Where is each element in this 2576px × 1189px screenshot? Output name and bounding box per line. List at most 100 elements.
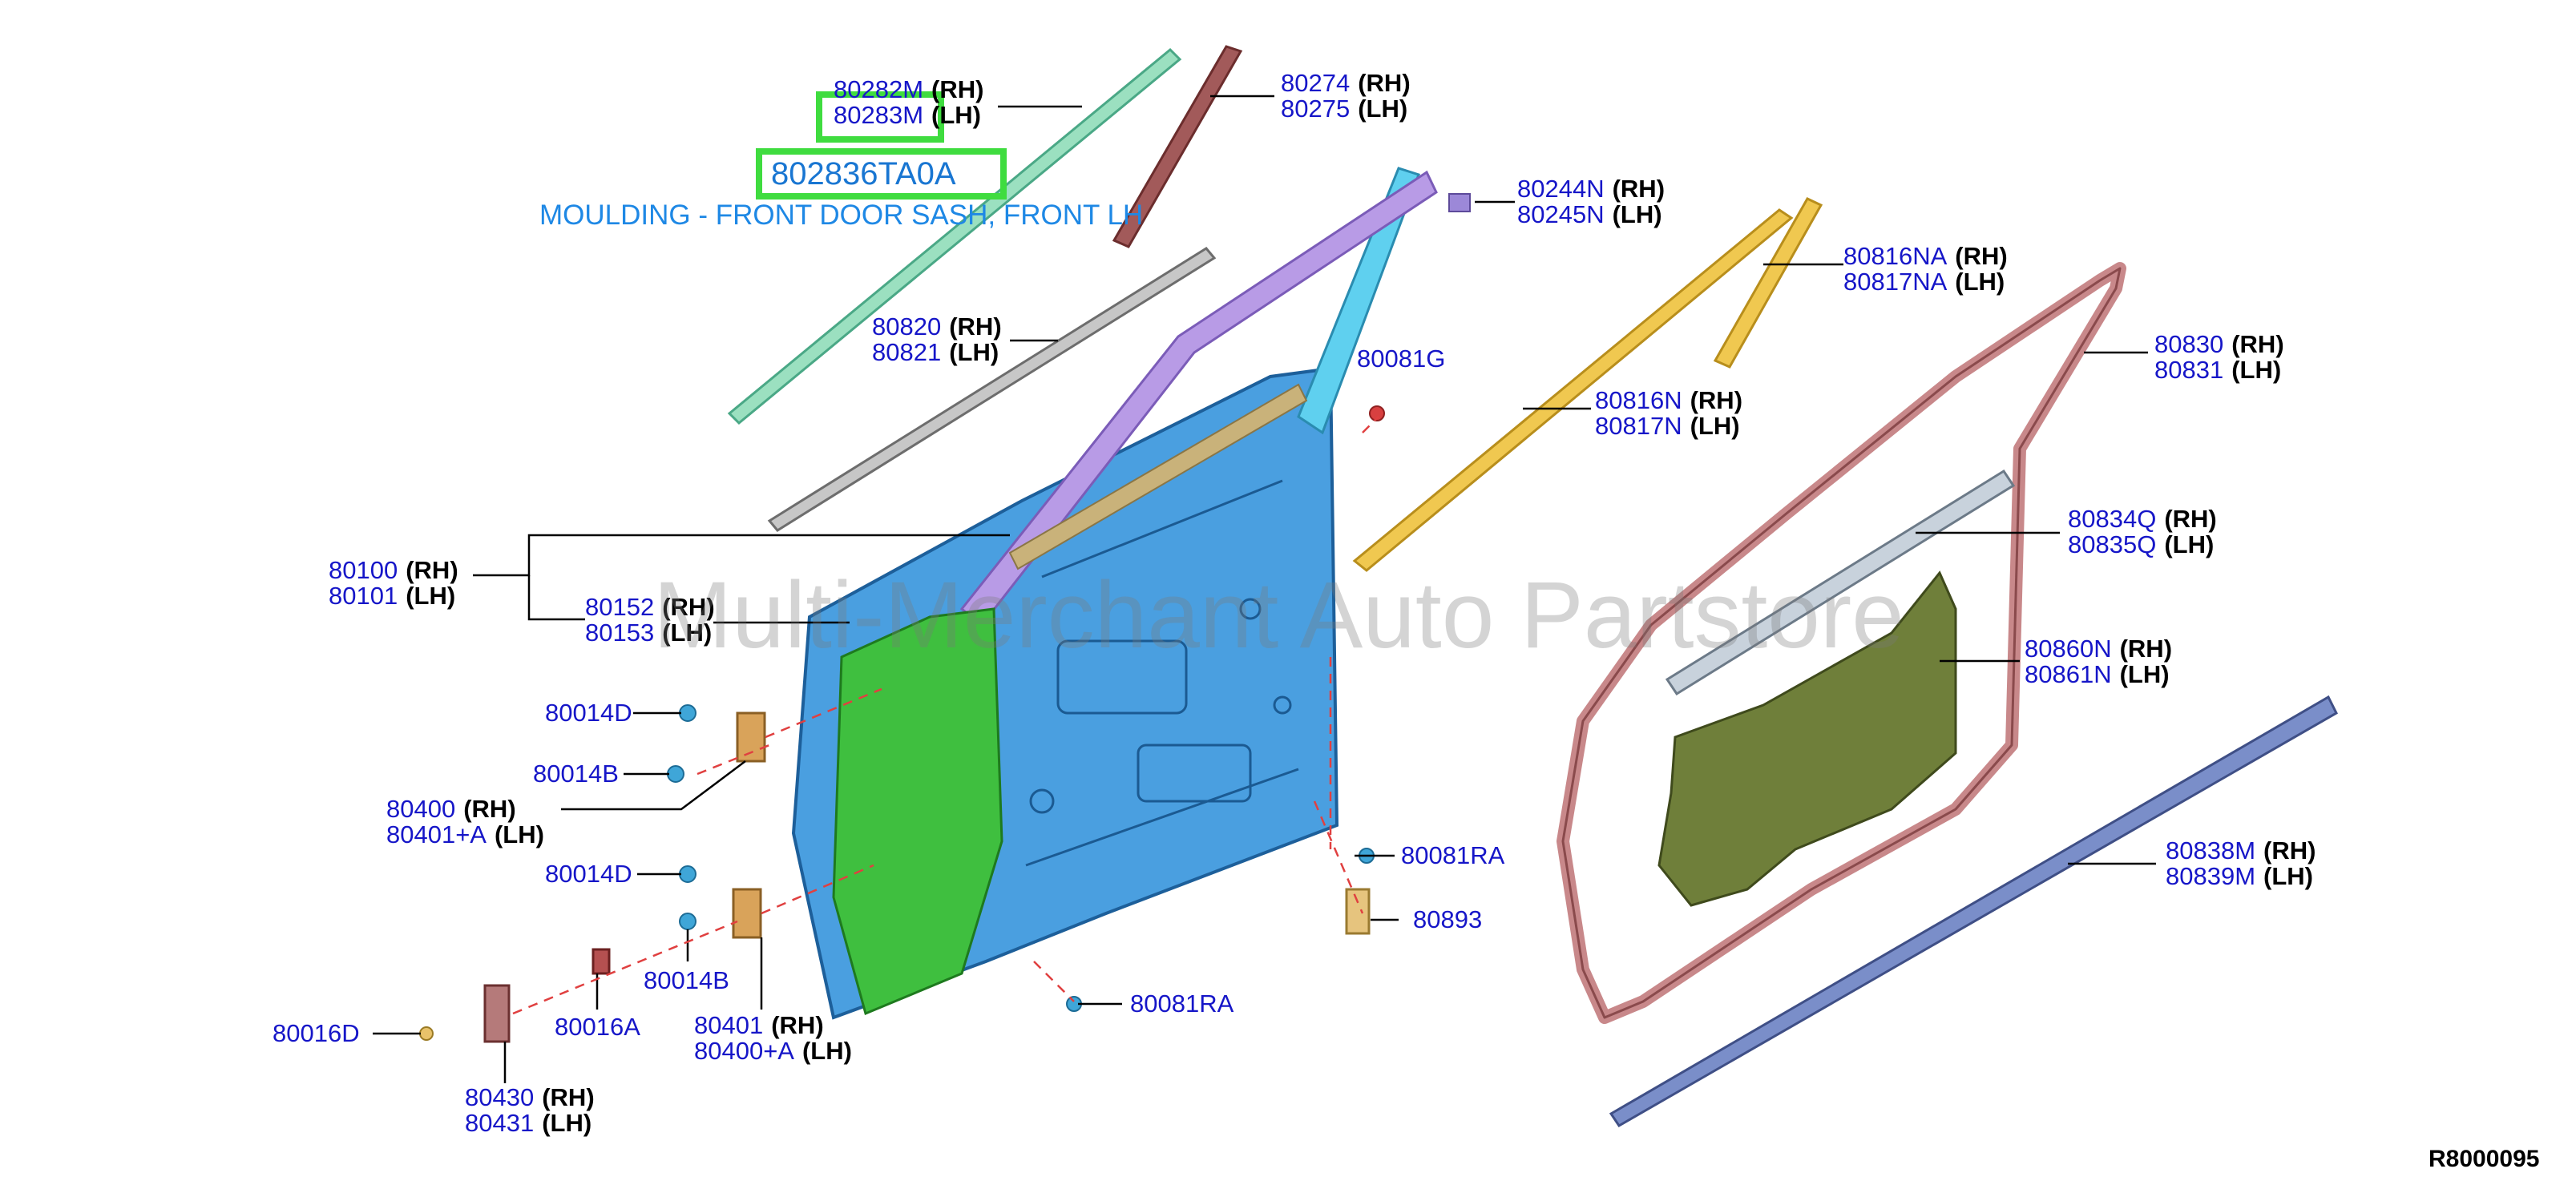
hinge-hardware[interactable] (419, 193, 1471, 1043)
side-lh: (LH) (931, 101, 982, 129)
side-rh: (RH) (2263, 836, 2316, 865)
callout-80401[interactable]: 80401(RH) 80400+A(LH) (694, 1013, 852, 1064)
part-number[interactable]: 80081RA (1401, 841, 1505, 869)
sash-moulding-rear[interactable] (1112, 45, 1243, 248)
side-rh: (RH) (1690, 386, 1743, 414)
part-number-rh[interactable]: 80830 (2154, 330, 2224, 358)
part-number-lh[interactable]: 80401+A (386, 820, 487, 848)
part-number-rh[interactable]: 80100 (329, 556, 398, 584)
part-number-lh[interactable]: 80831 (2154, 356, 2224, 384)
side-lh: (LH) (1612, 200, 1662, 228)
callout-80244n[interactable]: 80244N(RH) 80245N(LH) (1517, 176, 1665, 228)
inner-reinforcement[interactable] (832, 607, 1003, 1016)
side-lh: (LH) (2231, 356, 2282, 384)
side-rh: (RH) (2119, 635, 2173, 663)
callout-80820[interactable]: 80820(RH) 80821(LH) (872, 314, 1002, 365)
callout-80081ra-bottom[interactable]: 80081RA (1130, 991, 1233, 1017)
part-number[interactable]: 80081RA (1130, 989, 1234, 1018)
part-number-lh[interactable]: 80153 (585, 619, 655, 647)
callout-80014d-upper[interactable]: 80014D (545, 700, 632, 726)
part-number-lh[interactable]: 80817N (1595, 412, 1682, 440)
side-rh: (RH) (1358, 69, 1411, 97)
callout-80430[interactable]: 80430(RH) 80431(LH) (465, 1085, 595, 1136)
side-rh: (RH) (2231, 330, 2284, 358)
part-number-rh[interactable]: 80820 (872, 312, 942, 341)
part-number[interactable]: 80014B (533, 760, 619, 788)
door-weatherstrip-inner (1561, 267, 2122, 1019)
part-number-lh[interactable]: 80431 (465, 1109, 535, 1137)
part-number-lh[interactable]: 80821 (872, 338, 942, 366)
beltline-channel[interactable] (1008, 383, 1308, 570)
callout-80152[interactable]: 80152(RH) 80153(LH) (585, 594, 715, 646)
part-number-lh[interactable]: 80275 (1281, 95, 1351, 123)
part-number[interactable]: 80893 (1413, 905, 1483, 933)
callout-80016d[interactable]: 80016D (273, 1021, 360, 1046)
part-number-rh[interactable]: 80152 (585, 593, 655, 621)
outer-sash-moulding[interactable] (727, 47, 1182, 425)
part-number-rh[interactable]: 80816N (1595, 386, 1682, 414)
part-number-rh[interactable]: 80400 (386, 795, 456, 823)
trim-strip-upper[interactable] (1713, 197, 1823, 369)
callout-80100[interactable]: 80100(RH) 80101(LH) (329, 558, 458, 609)
callout-80893[interactable]: 80893 (1413, 907, 1482, 933)
part-number-rh[interactable]: 80274 (1281, 69, 1351, 97)
callout-80282m[interactable]: 80282M(RH) 80283M(LH) (834, 77, 983, 128)
part-number-lh[interactable]: 80839M (2166, 862, 2256, 890)
part-number[interactable]: 80014D (545, 860, 632, 888)
part-number-rh[interactable]: 80401 (694, 1011, 764, 1039)
callout-80274[interactable]: 80274(RH) 80275(LH) (1281, 71, 1411, 122)
side-rh: (RH) (542, 1083, 595, 1111)
part-number-rh[interactable]: 80244N (1517, 175, 1605, 203)
selected-part-highlight (816, 91, 944, 143)
callout-80860n[interactable]: 80860N(RH) 80861N(LH) (2025, 636, 2172, 687)
side-lh: (LH) (1358, 95, 1408, 123)
part-number[interactable]: 80014D (545, 699, 632, 727)
side-rh: (RH) (949, 312, 1002, 341)
callout-80016a[interactable]: 80016A (555, 1014, 640, 1040)
selected-part-description: MOULDING - FRONT DOOR SASH, FRONT LH (539, 200, 1144, 231)
part-number-lh[interactable]: 80245N (1517, 200, 1605, 228)
part-number[interactable]: 80014B (644, 966, 729, 994)
part-number-rh[interactable]: 80430 (465, 1083, 535, 1111)
door-shell-details (1025, 479, 1299, 867)
part-number-lh[interactable]: 80283M (834, 101, 924, 129)
part-number-lh[interactable]: 80861N (2025, 660, 2112, 688)
callout-80816n[interactable]: 80816N(RH) 80817N(LH) (1595, 388, 1742, 439)
part-number-rh[interactable]: 80860N (2025, 635, 2112, 663)
side-lh: (LH) (949, 338, 999, 366)
side-rh: (RH) (463, 795, 516, 823)
side-lh: (LH) (801, 1037, 852, 1065)
callout-80816na[interactable]: 80816NA(RH) 80817NA(LH) (1843, 244, 2008, 295)
part-number-rh[interactable]: 80838M (2166, 836, 2256, 865)
side-rh: (RH) (1612, 175, 1666, 203)
sealing-screen[interactable] (1657, 570, 1957, 907)
callout-80838m[interactable]: 80838M(RH) 80839M(LH) (2166, 838, 2316, 889)
callout-80014b-lower[interactable]: 80014B (644, 968, 729, 994)
part-number[interactable]: 80081G (1357, 345, 1446, 373)
callout-80081g[interactable]: 80081G (1357, 346, 1445, 372)
callout-80400[interactable]: 80400(RH) 80401+A(LH) (386, 796, 544, 848)
callout-80081ra-right[interactable]: 80081RA (1401, 843, 1504, 869)
callout-80014d-lower[interactable]: 80014D (545, 861, 632, 887)
inner-glass-run[interactable] (1665, 469, 2016, 696)
part-number-lh[interactable]: 80101 (329, 582, 398, 610)
part-number-rh[interactable]: 80834Q (2068, 505, 2157, 533)
part-number-rh[interactable]: 80282M (834, 75, 924, 103)
selected-part-code[interactable]: 802836TA0A (771, 156, 956, 191)
trim-strip-lower[interactable] (1352, 208, 1794, 572)
callout-80014b-upper[interactable]: 80014B (533, 761, 619, 787)
callout-80834q[interactable]: 80834Q(RH) 80835Q(LH) (2068, 506, 2217, 558)
part-number-lh[interactable]: 80400+A (694, 1037, 794, 1065)
part-number[interactable]: 80016D (273, 1019, 360, 1047)
part-number-rh[interactable]: 80816NA (1843, 242, 1948, 270)
part-number-lh[interactable]: 80835Q (2068, 530, 2157, 558)
side-lh: (LH) (494, 820, 544, 848)
callout-80830[interactable]: 80830(RH) 80831(LH) (2154, 332, 2284, 383)
beltline-moulding[interactable] (767, 247, 1217, 532)
part-number[interactable]: 80016A (555, 1013, 640, 1041)
door-frame-upright[interactable] (1297, 167, 1420, 435)
part-number-lh[interactable]: 80817NA (1843, 268, 1948, 296)
sill-strip[interactable] (1609, 695, 2338, 1128)
